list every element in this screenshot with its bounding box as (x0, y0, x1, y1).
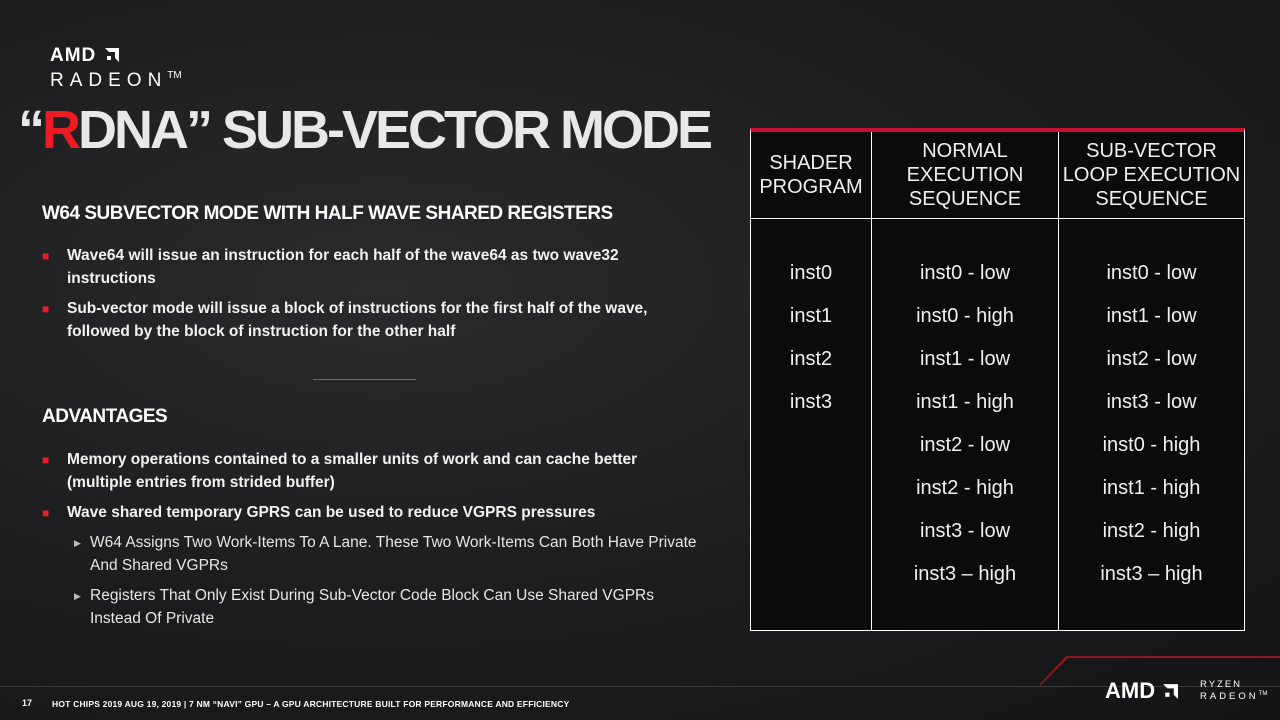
table-header-divider (751, 218, 1244, 219)
table-cell: inst0 - high (916, 305, 1014, 327)
amd-logo: AMD (50, 45, 119, 67)
page-title: “RDNA” SUB-VECTOR MODE (18, 98, 713, 162)
amd-logo-text: AMD (50, 45, 97, 66)
list-item: ■Wave shared temporary GPRS can be used … (42, 504, 596, 521)
table-cell: inst3 (789, 391, 833, 413)
table-cell: inst0 - high (1102, 434, 1201, 456)
section2-sub-bullet-list: ▶W64 Assigns Two Work-Items To A Lane. T… (42, 532, 707, 638)
table-cell: inst3 – high (913, 563, 1017, 585)
table-cell: inst0 - low (1106, 262, 1197, 284)
list-item: ■Wave64 will issue an instruction for ea… (42, 247, 619, 287)
section1-heading: W64 SUBVECTOR MODE WITH HALF WAVE SHARED… (42, 203, 613, 224)
footer-ryzen-logo: RYZEN (1200, 679, 1243, 690)
table-cell: inst3 - low (919, 520, 1011, 542)
table-cell: inst1 (789, 305, 833, 327)
table-cell: inst2 - high (1102, 520, 1201, 542)
footer-divider (0, 686, 1280, 687)
section2-heading: ADVANTAGES (42, 406, 168, 427)
title-rest: DNA” SUB-VECTOR MODE (78, 100, 713, 160)
list-item: ▶Registers That Only Exist During Sub-Ve… (74, 587, 654, 627)
page-number: 17 (22, 698, 33, 708)
title-open-quote: “ (18, 100, 45, 160)
table-cell: inst1 - high (916, 391, 1014, 413)
trademark: TM (167, 70, 182, 81)
table-cell: inst0 (789, 262, 833, 284)
table-cell: inst1 - high (1102, 477, 1201, 499)
section-divider (313, 379, 416, 380)
radeon-logo-text: RADEON (50, 70, 168, 91)
table-cell: inst3 – high (1100, 563, 1203, 585)
table-cell: inst1 - low (919, 348, 1011, 370)
footer-amd-text: AMD (1105, 678, 1156, 703)
list-item: ■Sub-vector mode will issue a block of i… (42, 300, 648, 340)
section1-bullet-list: ■Wave64 will issue an instruction for ea… (42, 245, 692, 351)
list-item: ■Memory operations contained to a smalle… (42, 451, 638, 491)
footer-amd-logo: AMD (1105, 678, 1179, 704)
footer-radeon-logo: RADEONTM (1200, 691, 1268, 702)
footer-accent-swoosh (1040, 656, 1280, 686)
table-cell: inst2 - low (1106, 348, 1197, 370)
table-column-divider (1058, 132, 1059, 630)
amd-arrow-icon (1163, 684, 1179, 699)
table-column-divider (871, 132, 872, 630)
table-cell: inst2 (789, 348, 833, 370)
table-cell: inst1 - low (1106, 305, 1197, 327)
list-item: ▶W64 Assigns Two Work-Items To A Lane. T… (74, 534, 697, 574)
table-cell: inst2 - high (916, 477, 1014, 499)
title-accent-letter: R (42, 100, 81, 160)
table-cell: inst2 - low (919, 434, 1011, 456)
table-cell: inst3 - low (1106, 391, 1197, 413)
radeon-logo: RADEONTM (50, 70, 182, 92)
footer-caption: HOT CHIPS 2019 AUG 19, 2019 | 7 NM “NAVI… (52, 699, 570, 709)
amd-arrow-icon (104, 48, 119, 62)
section2-bullet-list: ■Memory operations contained to a smalle… (42, 449, 692, 533)
table-cell: inst0 - low (919, 262, 1011, 284)
